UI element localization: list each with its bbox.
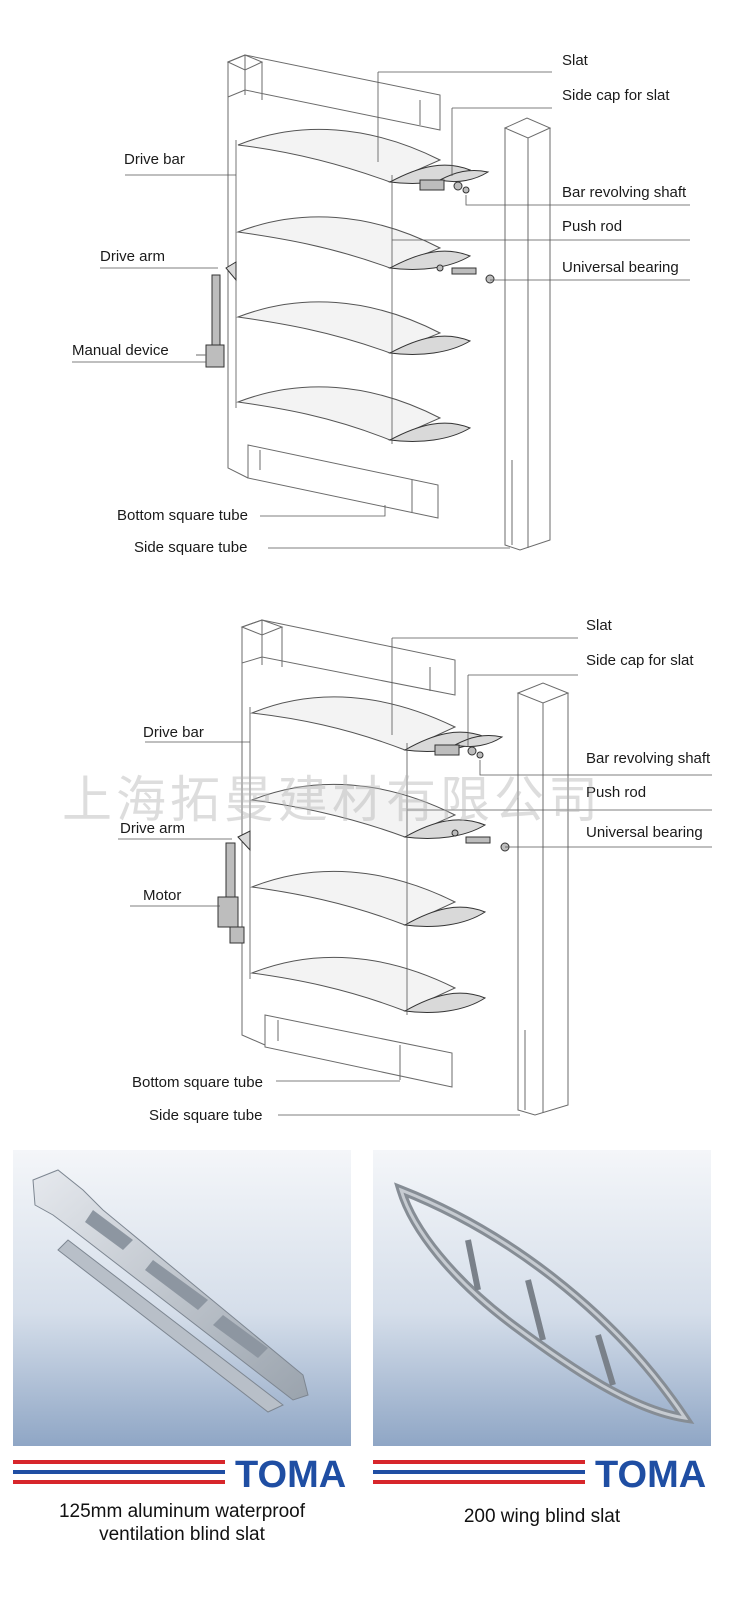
label-slat: Slat xyxy=(586,617,613,634)
louver-diagram-manual: Slat Side cap for slat Drive bar Bar rev… xyxy=(0,0,750,575)
louver-diagram-motor: Slat Side cap for slat Drive bar Bar rev… xyxy=(0,575,750,1135)
top-square-tube xyxy=(241,619,456,696)
brand-stripes xyxy=(13,1460,225,1486)
caption-line-1: 125mm aluminum waterproof xyxy=(58,1501,306,1522)
slat-photo-125mm-svg xyxy=(13,1150,351,1446)
label-side-square-tube: Side square tube xyxy=(134,539,247,556)
label-bottom-square-tube: Bottom square tube xyxy=(132,1074,263,1091)
label-slat: Slat xyxy=(562,52,589,69)
label-drive-arm: Drive arm xyxy=(100,248,165,265)
caption-line-1: 200 wing blind slat xyxy=(463,1506,621,1527)
bottom-square-tube xyxy=(247,444,439,519)
label-side-square-tube: Side square tube xyxy=(149,1107,262,1124)
slat-photo-200-wing-svg xyxy=(373,1150,711,1446)
brand-stripes xyxy=(373,1460,585,1486)
louver-diagram-manual-svg: Slat Side cap for slat Drive bar Bar rev… xyxy=(72,52,690,556)
leader-lines xyxy=(118,637,712,1116)
label-motor: Motor xyxy=(143,887,181,904)
caption-125mm-slat: 125mm aluminum waterproof ventilation bl… xyxy=(13,1500,351,1546)
top-square-tube xyxy=(227,54,441,131)
left-square-tube xyxy=(240,619,284,1046)
label-manual-device: Manual device xyxy=(72,342,169,359)
label-bar-revolving-shaft: Bar revolving shaft xyxy=(586,750,711,767)
company-watermark: 上海拓曼建材有限公司 xyxy=(62,771,602,829)
brand-logo-text: TOMA xyxy=(235,1454,347,1496)
side-square-tube xyxy=(503,117,552,551)
slat-photo-200-wing xyxy=(373,1150,711,1446)
caption-200-wing-slat: 200 wing blind slat xyxy=(373,1505,711,1528)
motor-unit xyxy=(217,830,251,944)
louver-diagram-motor-svg: Slat Side cap for slat Drive bar Bar rev… xyxy=(118,617,712,1124)
brand-bar-1: TOMA xyxy=(13,1452,351,1496)
slats xyxy=(250,696,487,1013)
slat-photo-125mm xyxy=(13,1150,351,1446)
side-square-tube xyxy=(516,682,570,1116)
left-square-tube xyxy=(226,54,264,479)
label-universal-bearing: Universal bearing xyxy=(562,259,679,276)
label-drive-arm: Drive arm xyxy=(120,820,185,837)
label-push-rod: Push rod xyxy=(562,218,622,235)
label-drive-bar: Drive bar xyxy=(124,151,185,168)
label-drive-bar: Drive bar xyxy=(143,724,204,741)
leader-lines xyxy=(72,71,690,549)
brand-bar-2: TOMA xyxy=(373,1452,711,1496)
label-side-cap: Side cap for slat xyxy=(586,652,694,669)
label-side-cap: Side cap for slat xyxy=(562,87,670,104)
side-cap-hardware xyxy=(419,169,495,284)
bottom-square-tube xyxy=(264,1014,453,1088)
label-push-rod: Push rod xyxy=(586,784,646,801)
manual-device xyxy=(196,261,237,368)
brand-logo-text: TOMA xyxy=(595,1454,707,1496)
label-universal-bearing: Universal bearing xyxy=(586,824,703,841)
slats xyxy=(236,128,472,442)
label-bottom-square-tube: Bottom square tube xyxy=(117,507,248,524)
caption-line-2: ventilation blind slat xyxy=(99,1524,265,1545)
label-bar-revolving-shaft: Bar revolving shaft xyxy=(562,184,687,201)
side-cap-hardware xyxy=(434,734,510,852)
